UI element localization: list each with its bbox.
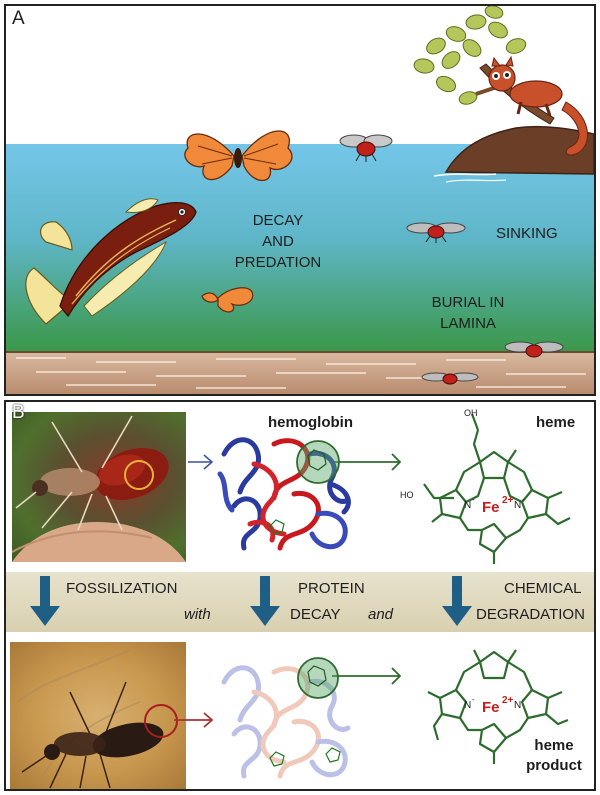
- heme-product-label: heme product: [516, 736, 592, 776]
- mosquito-photo: [12, 412, 186, 562]
- burial-line1: BURIAL IN: [431, 294, 505, 311]
- fly-buried-upper: [504, 341, 564, 358]
- product-n-right-label: N: [514, 700, 521, 711]
- heme-n-left-minus: -: [472, 495, 475, 504]
- product-iron-charge: 2+: [502, 695, 514, 706]
- fly-surface: [339, 134, 393, 162]
- heme-n-right-minus: -: [522, 495, 525, 504]
- row-arrows-top: [188, 453, 402, 471]
- butterfly-floating: [184, 130, 293, 182]
- primate-illustration: [488, 55, 588, 156]
- band-degradation: DEGRADATION: [476, 606, 585, 623]
- burial-line2: LAMINA: [440, 315, 496, 332]
- fossilization-band: [6, 572, 594, 632]
- band-protein: PROTEIN: [298, 580, 365, 597]
- scene-illustration: [6, 6, 594, 394]
- fossil-mosquito-photo: [10, 642, 186, 789]
- row-arrows-bottom: [174, 667, 402, 728]
- heme-n-left-label: N: [464, 500, 471, 511]
- band-and: and: [368, 606, 394, 623]
- fly-buried-lower: [421, 372, 479, 385]
- hemoglobin-faded-structure: [221, 657, 351, 779]
- product-n-left-minus: -: [472, 695, 475, 704]
- abdomen-highlight-circle: [124, 460, 154, 490]
- heme-iron-charge: 2+: [502, 495, 514, 506]
- band-arrows: [30, 576, 472, 626]
- panel-a-taphonomy-scene: A DECAY AND PREDATION SINKING BURIAL IN …: [4, 4, 596, 396]
- heme-molecule: OH HO N - N - Fe 2+: [400, 408, 571, 564]
- band-chemical: CHEMICAL: [504, 580, 582, 597]
- sinking-label: SINKING: [496, 225, 558, 242]
- product-n-left-label: N: [464, 700, 471, 711]
- mosquito-drawing: [12, 415, 186, 562]
- panel-b-label: B: [12, 402, 25, 423]
- heme-product-molecule: N - N - Fe 2+: [427, 649, 569, 764]
- heme-product-line2: product: [526, 757, 582, 774]
- band-with: with: [184, 606, 211, 623]
- heme-n-right-label: N: [514, 500, 521, 511]
- product-n-right-minus: -: [522, 695, 525, 704]
- fly-sinking: [406, 222, 466, 243]
- heme-acid-ho-label: HO: [400, 490, 414, 500]
- butterfly-fragment: [201, 287, 254, 313]
- decay-predation-label: DECAY AND PREDATION: [216, 210, 340, 273]
- burial-label: BURIAL IN LAMINA: [414, 292, 522, 334]
- band-fossilization: FOSSILIZATION: [66, 580, 178, 597]
- heme-iron-symbol: Fe: [482, 499, 500, 516]
- hemoglobin-structure: [217, 437, 351, 551]
- panel-b-heme-fossilization: hemoglobin OH HO N - N - Fe: [4, 400, 596, 791]
- panel-a-label: A: [12, 8, 25, 29]
- heme-acid-oh-label: OH: [464, 408, 478, 418]
- heme-product-line1: heme: [534, 737, 574, 754]
- band-decay: DECAY: [290, 606, 341, 623]
- heme-label: heme: [536, 414, 576, 431]
- decay-line1: DECAY: [252, 212, 304, 229]
- hemoglobin-label: hemoglobin: [268, 414, 353, 431]
- fossil-abdomen-circle: [144, 704, 178, 738]
- fossil-mosquito-drawing: [17, 649, 164, 789]
- product-iron-symbol: Fe: [482, 699, 500, 716]
- decay-line2: AND: [262, 233, 294, 250]
- decay-line3: PREDATION: [234, 254, 322, 271]
- fish-illustration: [25, 198, 197, 325]
